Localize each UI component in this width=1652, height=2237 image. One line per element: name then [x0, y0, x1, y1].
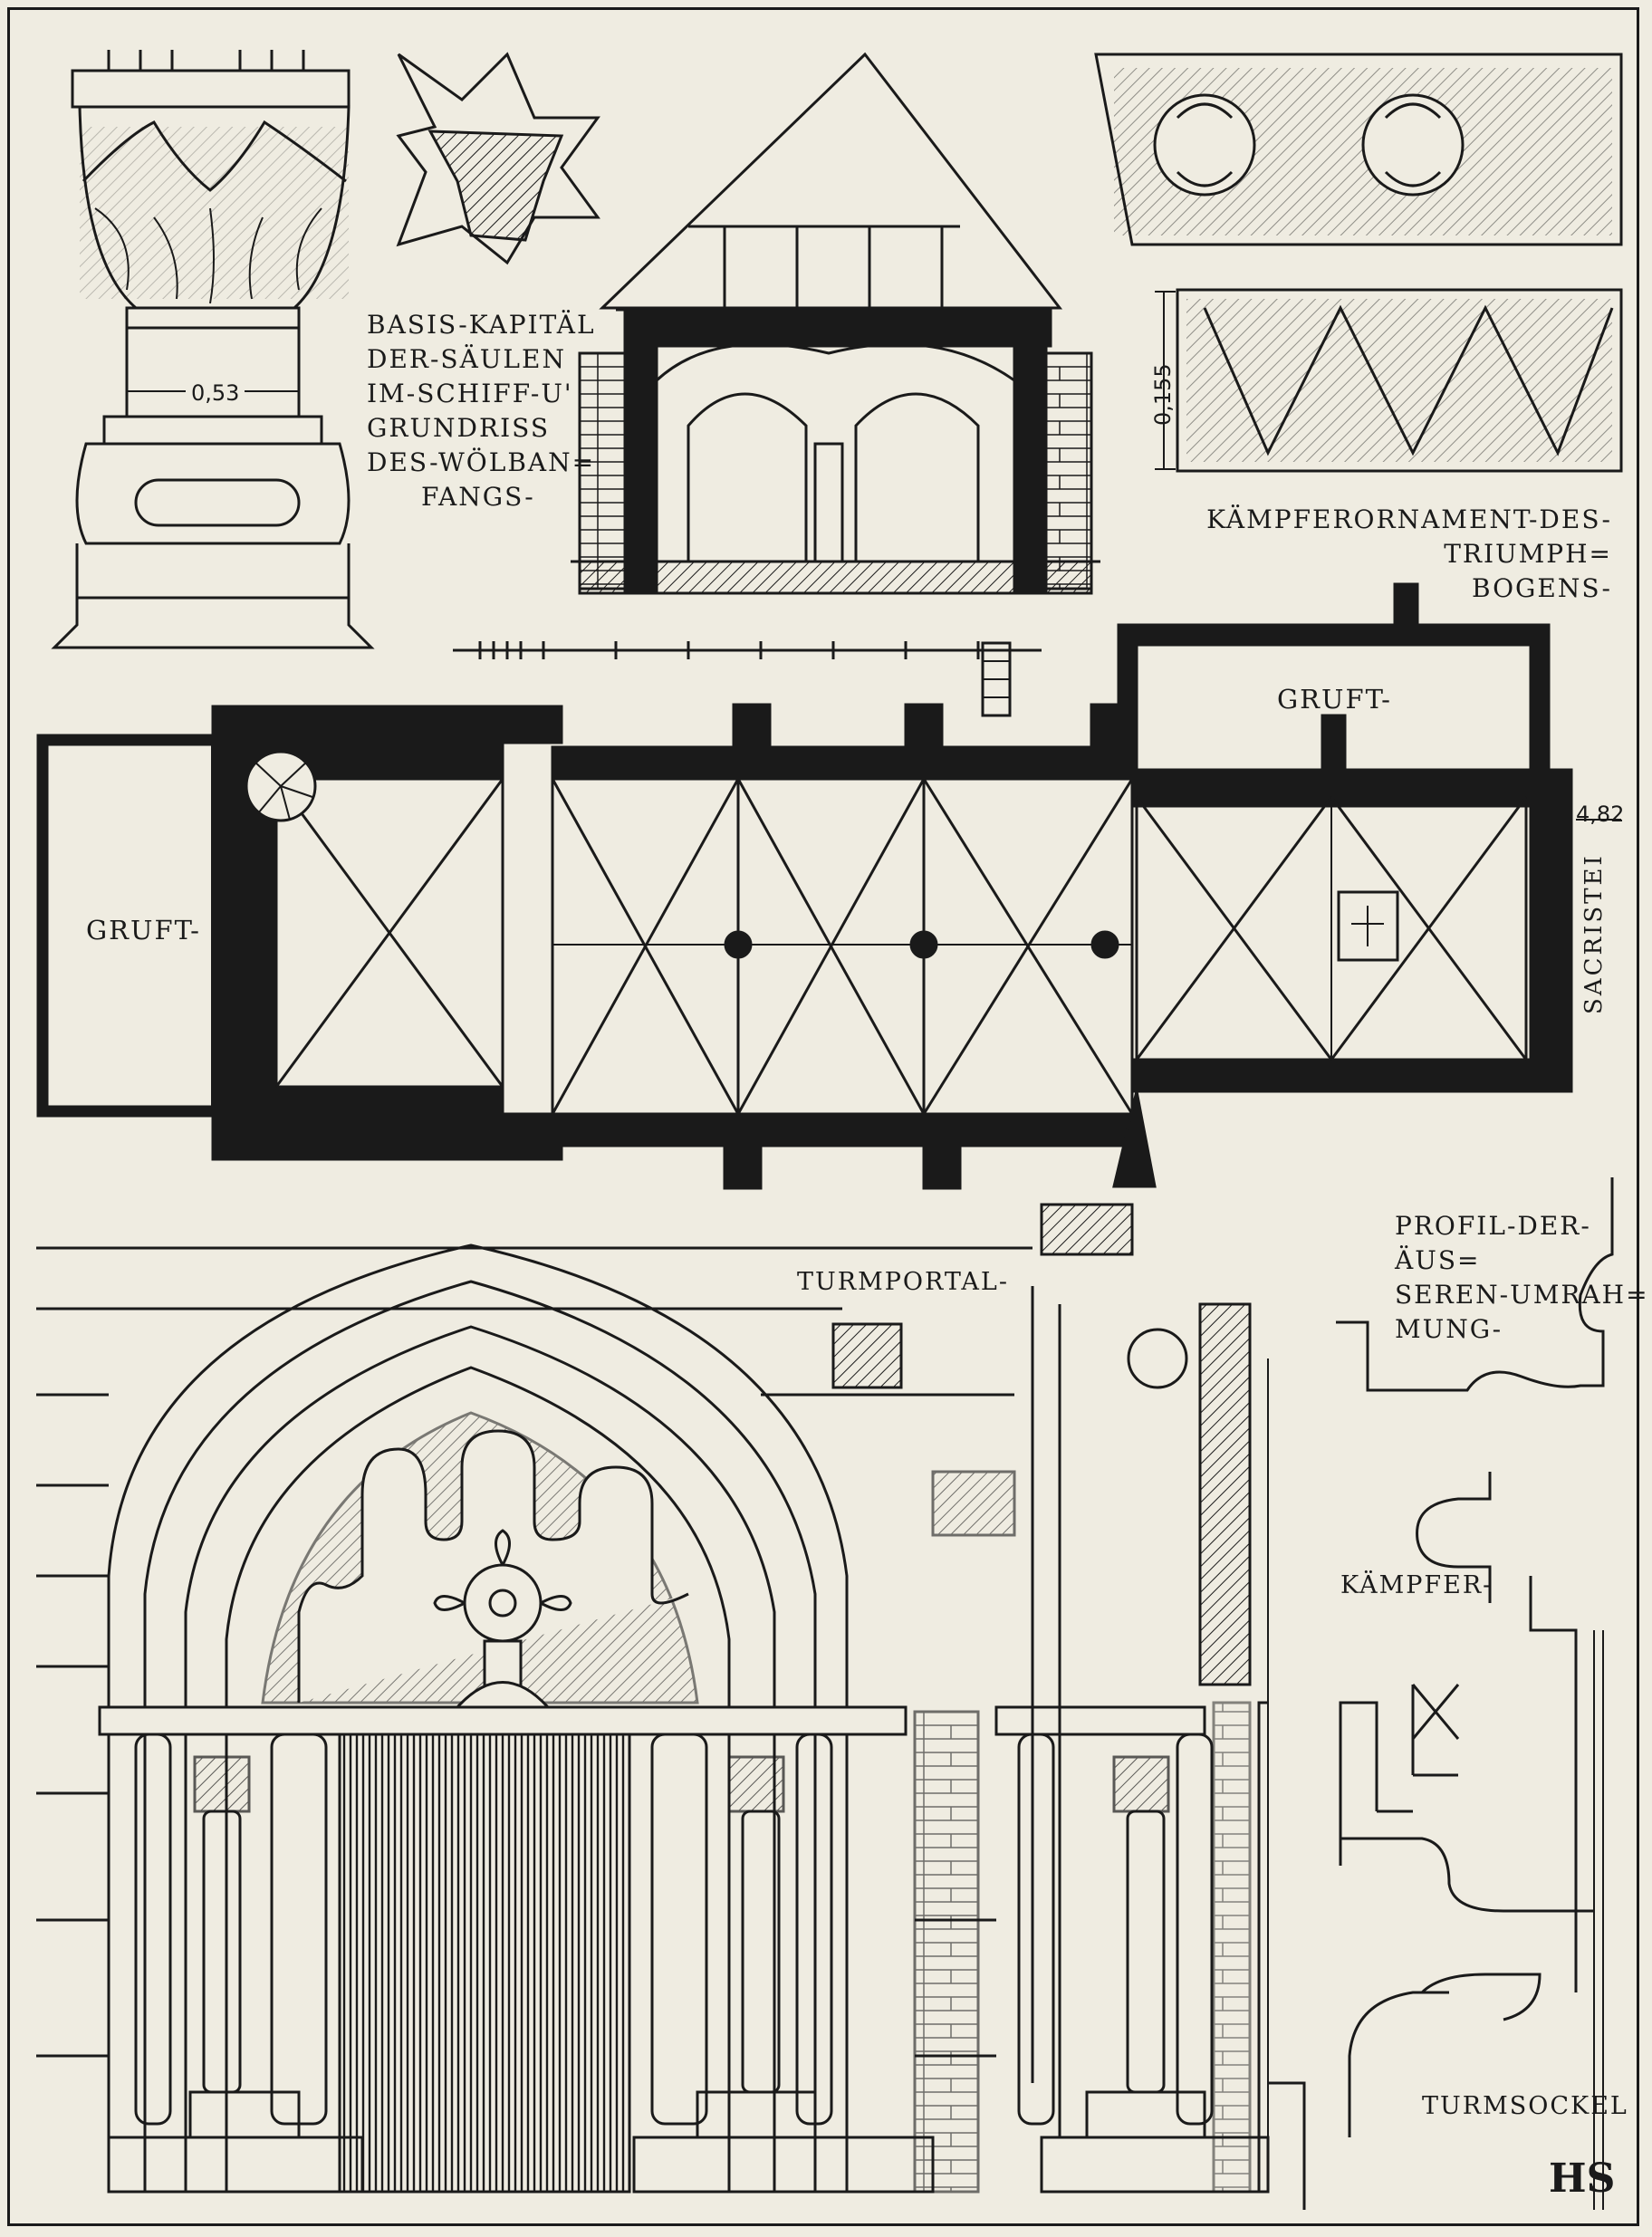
profil-caption-line: MUNG-	[1395, 1314, 1503, 1344]
capital-width-dimension: 0,53	[186, 380, 245, 406]
kaempfer-label: KÄMPFER-	[1340, 1571, 1494, 1599]
tower-portal-elevation	[36, 1203, 1270, 2194]
scale-bar	[453, 641, 1042, 659]
capital-caption-line: GRUNDRISS	[367, 413, 551, 443]
capital-caption-line: DES-WÖLBAN=	[367, 447, 596, 477]
capital-caption: BASIS-KAPITÄL DER-SÄULEN IM-SCHIFF-U' GR…	[367, 308, 596, 514]
sacristy-offset-dimension: 4,82	[1576, 802, 1625, 827]
capital-caption-line: BASIS-KAPITÄL	[367, 310, 596, 340]
moulding-profiles	[1268, 1177, 1614, 2210]
profil-caption-line: PROFIL-DER-ÄUS=	[1395, 1211, 1591, 1275]
capital-caption-line: DER-SÄULEN	[367, 344, 566, 374]
ornament-caption: KÄMPFERORNAMENT-DES-TRIUMPH= BOGENS-	[1159, 503, 1612, 606]
capital-caption-line: FANGS-	[421, 482, 535, 512]
profil-caption: PROFIL-DER-ÄUS= SEREN-UMRAH= MUNG-	[1395, 1209, 1652, 1347]
monogram: HS	[1549, 2155, 1616, 2202]
gruft-right-label: GRUFT-	[1277, 684, 1392, 715]
capital-caption-line: IM-SCHIFF-U'	[367, 379, 573, 408]
profil-caption-line: SEREN-UMRAH=	[1395, 1280, 1649, 1310]
ornament-height-dimension: 0,155	[1150, 363, 1176, 426]
ornament-caption-line: KÄMPFERORNAMENT-DES-TRIUMPH=	[1206, 504, 1612, 569]
sacristei-label: SACRISTEI	[1580, 853, 1608, 1014]
sheet-border	[7, 7, 1639, 2226]
nave-cross-section	[571, 52, 1100, 595]
ornament-caption-line: BOGENS-	[1471, 573, 1612, 603]
turmportal-label: TURMPORTAL-	[797, 1268, 1009, 1296]
vault-springing-plan	[396, 52, 600, 265]
church-ground-plan	[36, 582, 1621, 1190]
impost-ornament-bands	[1094, 53, 1623, 473]
gruft-left-label: GRUFT-	[86, 915, 201, 946]
column-capital-drawing	[51, 50, 375, 649]
turmsockel-label: TURMSOCKEL	[1422, 2092, 1628, 2120]
